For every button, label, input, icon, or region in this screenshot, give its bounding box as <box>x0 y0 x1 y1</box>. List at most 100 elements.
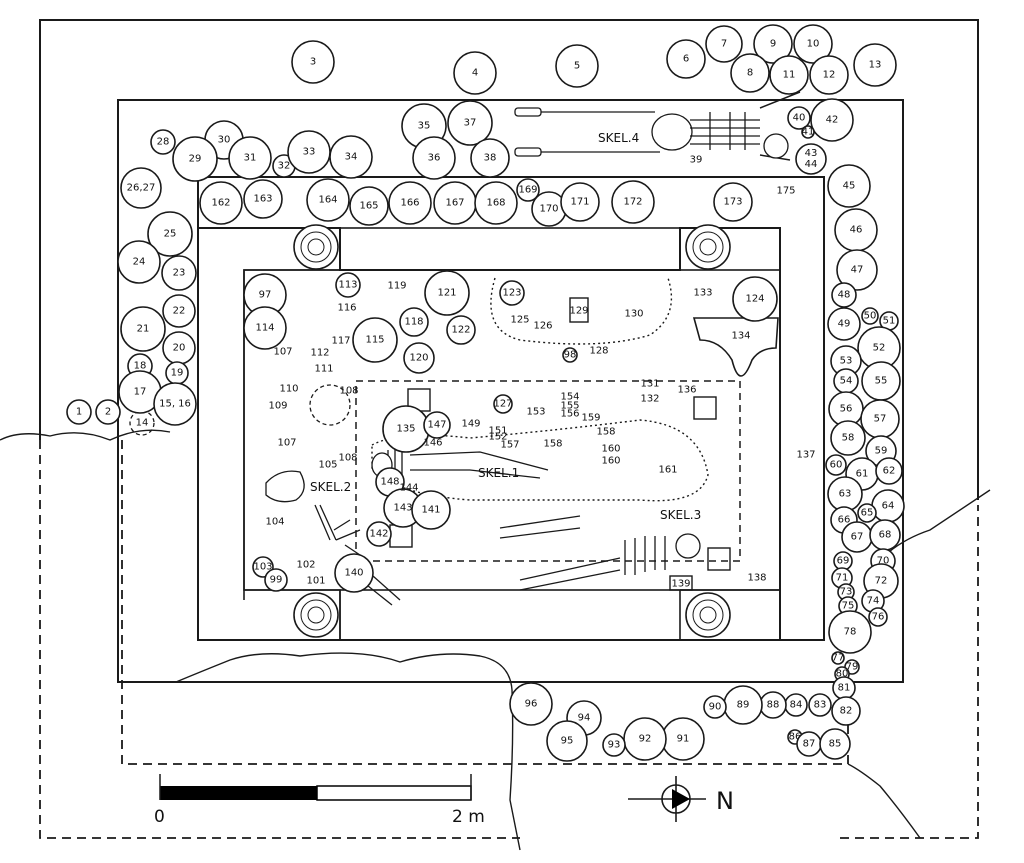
feature-label: 109 <box>268 401 287 412</box>
post-mold-45: 45 <box>827 164 871 208</box>
feature-134 <box>692 317 779 377</box>
post-mold-label: 171 <box>570 197 589 208</box>
post-mold-circle <box>831 651 845 665</box>
post-mold-circle <box>199 181 243 225</box>
post-mold-circle <box>827 307 861 341</box>
post-mold-120: 120 <box>403 342 435 374</box>
post-mold-76: 76 <box>868 607 888 627</box>
post-mold-96: 96 <box>509 682 553 726</box>
feature-label: 175 <box>776 186 795 197</box>
post-mold-label: 173 <box>723 197 742 208</box>
post-mold-label: 63 <box>839 489 852 500</box>
post-mold-24: 24 <box>117 240 161 284</box>
north-label: N <box>716 787 734 815</box>
post-mold-label: 55 <box>875 376 888 387</box>
post-mold-6: 6 <box>666 39 706 79</box>
post-mold-124: 124 <box>732 276 778 322</box>
post-mold-label: 86 <box>789 732 802 743</box>
post-mold-label: 77 <box>832 653 845 664</box>
post-mold-label: 114 <box>255 323 274 334</box>
post-mold-label: 53 <box>840 356 853 367</box>
post-mold-82: 82 <box>831 696 861 726</box>
post-mold-label: 68 <box>879 530 892 541</box>
post-mold-label: 163 <box>253 194 272 205</box>
feature-label: 155 <box>560 401 579 412</box>
post-mold-label: 54 <box>840 376 853 387</box>
post-mold-label: 148 <box>380 477 399 488</box>
post-mold-label: 166 <box>400 198 419 209</box>
post-mold-40: 40 <box>787 106 811 130</box>
post-mold-circle <box>861 307 879 325</box>
post-mold-label: 94 <box>578 713 591 724</box>
outer-dashed-boundary <box>39 440 520 839</box>
post-mold-label: 21 <box>137 324 150 335</box>
post-mold-2: 2 <box>95 399 121 425</box>
post-mold-label: 42 <box>826 115 839 126</box>
outer-excavation-boundary <box>39 19 979 500</box>
feature-label: 158 <box>596 427 615 438</box>
post-mold-label: 135 <box>396 424 415 435</box>
post-mold-circle <box>403 342 435 374</box>
post-mold-4: 4 <box>453 51 497 95</box>
post-mold-label: 57 <box>874 414 887 425</box>
post-mold-label: 70 <box>877 556 890 567</box>
feature-label: 144 <box>399 483 418 494</box>
skel-2-label: SKEL.2 <box>310 480 351 494</box>
post-mold-85: 85 <box>819 728 851 760</box>
post-mold-circle <box>705 25 743 63</box>
post-mold-label: 3 <box>310 57 316 68</box>
post-mold-label: 72 <box>875 576 888 587</box>
post-mold-168: 168 <box>474 181 518 225</box>
post-mold-circle <box>836 249 878 291</box>
post-mold-label: 69 <box>837 556 850 567</box>
post-mold-169: 169 <box>516 178 540 202</box>
post-mold-circle <box>388 181 432 225</box>
post-mold-circle <box>423 411 451 439</box>
trench-edge-right <box>879 489 991 561</box>
post-mold-circle <box>162 294 196 328</box>
post-mold-label: 43 <box>805 148 818 159</box>
post-mold-label: 147 <box>427 420 446 431</box>
post-mold-label: 122 <box>451 325 470 336</box>
post-mold-173: 173 <box>713 182 753 222</box>
feature-label: 112 <box>310 348 329 359</box>
skel-3-label: SKEL.3 <box>660 508 701 522</box>
post-mold-label: 99 <box>270 575 283 586</box>
post-mold-circle <box>787 106 811 130</box>
post-mold-label: 38 <box>484 153 497 164</box>
post-mold-label: 95 <box>561 736 574 747</box>
post-mold-label: 98 <box>564 350 577 361</box>
post-mold-circle <box>560 182 600 222</box>
post-mold-19: 19 <box>165 361 189 385</box>
corner-post-se <box>685 592 731 638</box>
feature-label: 138 <box>747 573 766 584</box>
post-mold-label: 78 <box>844 627 857 638</box>
feature-label: 128 <box>589 346 608 357</box>
post-mold-label: 66 <box>838 515 851 526</box>
post-mold-label: 36 <box>428 153 441 164</box>
feature-label: 101 <box>306 576 325 587</box>
post-mold-57: 57 <box>860 399 900 439</box>
feature-label: 129 <box>569 306 588 317</box>
scale-bar: 0 2 m <box>154 774 485 827</box>
post-mold-label: 64 <box>882 501 895 512</box>
post-mold-99: 99 <box>264 568 288 592</box>
dotted-pit-grave <box>371 419 709 502</box>
post-mold-circle <box>228 136 272 180</box>
post-mold-label: 31 <box>244 153 257 164</box>
post-mold-label: 169 <box>518 185 537 196</box>
post-mold-10: 10 <box>793 24 833 64</box>
post-mold-label: 10 <box>807 39 820 50</box>
post-mold-circle <box>335 272 361 298</box>
post-mold-label: 103 <box>253 562 272 573</box>
feature-label: 105 <box>318 460 337 471</box>
post-mold-label: 118 <box>404 317 423 328</box>
feature-label: 160 <box>601 456 620 467</box>
post-mold-166: 166 <box>388 181 432 225</box>
post-mold-circle <box>329 135 373 179</box>
feature-label: 107 <box>277 438 296 449</box>
post-mold-8: 8 <box>730 53 770 93</box>
post-mold-circle <box>147 211 193 257</box>
post-mold-113: 113 <box>335 272 361 298</box>
post-mold-9: 9 <box>753 24 793 64</box>
